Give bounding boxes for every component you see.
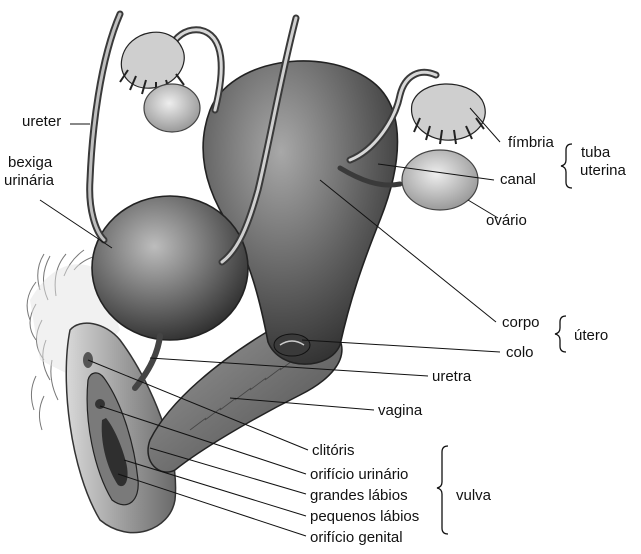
- group-tuba-line2: uterina: [580, 162, 626, 179]
- label-corpo: corpo: [502, 314, 540, 331]
- group-utero: útero: [574, 327, 608, 344]
- cervix-shape: [274, 334, 310, 356]
- right-ovary-shape: [402, 150, 478, 210]
- label-canal: canal: [500, 171, 536, 188]
- label-bexiga-line2: urinária: [4, 172, 54, 189]
- label-clitoris: clitóris: [312, 442, 355, 459]
- group-vulva: vulva: [456, 487, 491, 504]
- label-bexiga-line1: bexiga: [8, 154, 52, 171]
- brace-vulva: [437, 446, 448, 534]
- label-vagina: vagina: [378, 402, 422, 419]
- label-uretra: uretra: [432, 368, 471, 385]
- label-ovario: ovário: [486, 212, 527, 229]
- brace-tuba-uterina: [561, 144, 572, 188]
- uterus-shape: [203, 61, 397, 364]
- label-pequenos-labios: pequenos lábios: [310, 508, 419, 525]
- label-ureter: ureter: [22, 113, 61, 130]
- label-orificio-urinario: orifício urinário: [310, 466, 408, 483]
- bladder-shape: [92, 196, 248, 340]
- label-fimbria: fímbria: [508, 134, 554, 151]
- group-tuba-line1: tuba: [581, 144, 610, 161]
- left-ovary-shape: [144, 84, 200, 132]
- label-grandes-labios: grandes lábios: [310, 487, 408, 504]
- urethra-shape: [135, 336, 160, 388]
- leader-bexiga: [40, 200, 112, 248]
- label-orificio-genital: orifício genital: [310, 529, 403, 546]
- label-colo: colo: [506, 344, 534, 361]
- right-fimbria: [412, 84, 486, 144]
- brace-utero: [555, 316, 566, 352]
